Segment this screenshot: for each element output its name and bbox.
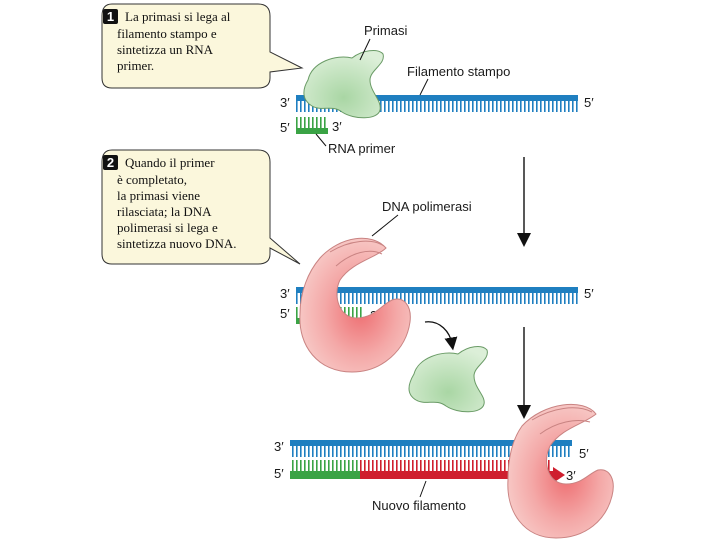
step-2-line-2: è completato, <box>117 172 187 187</box>
dna-polymerase-2 <box>507 403 614 539</box>
rna-primer-1-bases <box>296 117 328 128</box>
template-strand-3-5prime: 5′ <box>579 446 589 461</box>
step-2-number: 2 <box>107 155 114 170</box>
template-strand-leader <box>419 78 429 96</box>
step-1-number: 1 <box>107 9 114 24</box>
step-1-line-1: La primasi si lega al <box>125 9 231 24</box>
template-strand-3-3prime: 3′ <box>274 439 284 454</box>
dna-polymerase-1 <box>299 237 411 373</box>
step-1-number-badge <box>103 9 118 24</box>
dna-polymerase-1-fingers <box>329 240 385 267</box>
template-strand-label: Filamento stampo <box>407 64 510 79</box>
template-strand-1-5prime: 5′ <box>584 95 594 110</box>
new-strand-label: Nuovo filamento <box>372 498 466 513</box>
dna-polymerase-label: DNA polimerasi <box>382 199 472 214</box>
step-1-line-4: primer. <box>117 58 154 73</box>
new-strand-arrowhead <box>553 467 565 483</box>
step-1-line-3: sintetizza un RNA <box>117 42 214 57</box>
step-3: 3′ 5′ 5′ 3′ Nuovo filamento <box>274 403 614 539</box>
primase-1 <box>303 50 384 119</box>
new-strand-leader <box>419 480 427 498</box>
primase-label: Primasi <box>364 23 407 38</box>
template-strand-2-bases <box>296 293 578 304</box>
template-strand-1-bases <box>296 101 578 112</box>
template-strand-2 <box>296 287 578 293</box>
rna-primer-1-3prime: 3′ <box>332 119 342 134</box>
template-strand-3-bases <box>290 446 572 457</box>
step-2-line-4: rilasciata; la DNA <box>117 204 212 219</box>
step-1-callout <box>101 3 304 89</box>
new-strand <box>360 471 554 479</box>
rna-primer-label: RNA primer <box>328 141 396 156</box>
template-strand-1-3prime: 3′ <box>280 95 290 110</box>
template-strand-3 <box>290 440 572 446</box>
rna-primer-3-bases <box>290 460 360 471</box>
release-arrow <box>424 321 458 351</box>
step-2-line-3: la primasi viene <box>117 188 200 203</box>
step-2-callout <box>101 149 301 265</box>
step-1: 1 La primasi si lega al filamento stampo… <box>101 3 594 156</box>
step-1-line-2: filamento stampo e <box>117 26 217 41</box>
primase-released <box>408 346 488 413</box>
rna-primer-3 <box>290 471 360 479</box>
template-strand-1 <box>296 95 578 101</box>
rna-primer-1 <box>296 128 328 134</box>
step-2-line-6: sintetizza nuovo DNA. <box>117 236 237 251</box>
template-strand-2-5prime: 5′ <box>584 286 594 301</box>
rna-primer-leader <box>315 133 327 147</box>
new-strand-5prime: 5′ <box>274 466 284 481</box>
step-2-line-1: Quando il primer <box>125 155 215 170</box>
primase-leader <box>359 38 371 61</box>
step-2: 2 Quando il primer è completato, la prim… <box>101 149 594 413</box>
step-2-number-badge <box>103 155 118 170</box>
step-2-line-5: polimerasi si lega e <box>117 220 218 235</box>
template-strand-2-3prime: 3′ <box>280 286 290 301</box>
dna-polymerase-2-fingers <box>531 407 593 435</box>
new-strand-3prime: 3′ <box>566 468 576 483</box>
rna-primer-1-5prime: 5′ <box>280 120 290 135</box>
new-strand-bases <box>360 460 550 471</box>
dna-polymerase-leader <box>371 214 399 237</box>
rna-primer-2-5prime: 5′ <box>280 306 290 321</box>
